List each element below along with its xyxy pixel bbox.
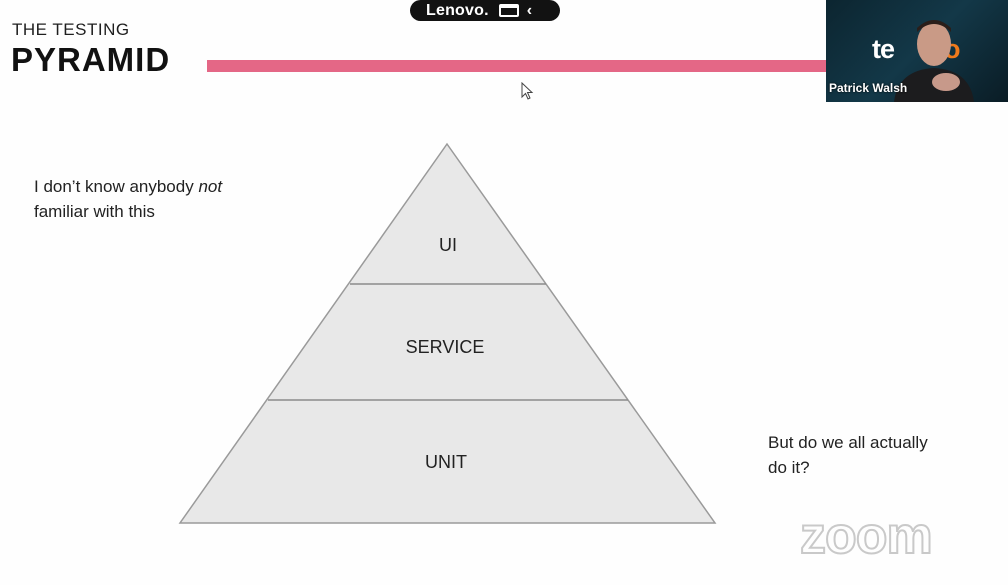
- left-note: I don’t know anybody not familiar with t…: [34, 174, 222, 224]
- lenovo-device-bar[interactable]: Lenovo. ‹: [410, 0, 560, 21]
- participant-avatar: [894, 20, 974, 102]
- slide-subtitle: THE TESTING: [12, 20, 130, 39]
- left-note-emphasis: not: [198, 177, 223, 196]
- left-note-prefix: I don’t know anybody: [34, 177, 199, 196]
- pyramid-layer-unit: UNIT: [425, 452, 467, 472]
- zoom-watermark-logo: zoom: [799, 506, 934, 566]
- pyramid-layer-service: SERVICE: [405, 337, 485, 357]
- mouse-cursor-icon: [521, 82, 534, 100]
- participant-video-tile[interactable]: te o Patrick Walsh: [826, 0, 1008, 102]
- right-note: But do we all actually do it?: [768, 430, 928, 480]
- chevron-left-icon[interactable]: ‹: [526, 1, 533, 19]
- title-accent-bar: [207, 60, 828, 72]
- participant-name: Patrick Walsh: [829, 81, 908, 95]
- window-icon[interactable]: [498, 4, 519, 17]
- left-note-line2: familiar with this: [34, 202, 155, 221]
- right-note-line2: do it?: [768, 458, 810, 477]
- video-background-brand: te: [872, 34, 895, 64]
- right-note-line1: But do we all actually: [768, 433, 928, 452]
- slide-title: PYRAMID: [11, 41, 171, 78]
- lenovo-logo: Lenovo.: [426, 1, 489, 19]
- pyramid-shape: [178, 142, 717, 524]
- pyramid-layer-ui: UI: [439, 235, 457, 255]
